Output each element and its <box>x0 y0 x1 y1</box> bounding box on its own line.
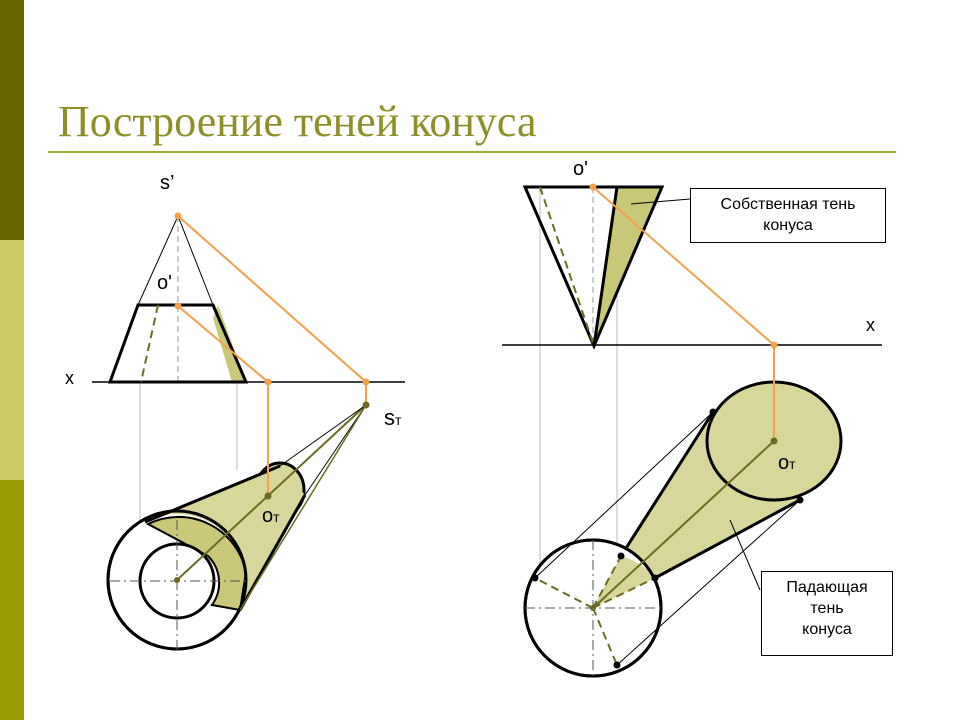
tangent-point <box>796 496 804 504</box>
frustum-front-view <box>107 303 249 384</box>
shadow-boundary-generatrix <box>592 186 619 347</box>
base-center-point <box>590 605 596 611</box>
title-underline <box>48 151 896 153</box>
cone-generatrix <box>177 215 214 306</box>
light-ray <box>616 499 801 666</box>
sidebar-band-light <box>0 240 24 480</box>
hidden-generatrix <box>539 186 595 347</box>
label-st-sub: т <box>395 412 402 428</box>
sidebar-band-dark <box>0 0 24 240</box>
callout-cast-shadow: Падающая тень конуса <box>761 571 893 656</box>
label-ot-left-main: o <box>262 505 274 527</box>
hidden-generatrix <box>140 304 159 383</box>
own-shadow-on-base <box>145 466 305 610</box>
left-figure <box>92 212 405 651</box>
ray-to-ot <box>592 440 775 609</box>
base-center-point <box>174 577 180 583</box>
st-point <box>362 401 370 409</box>
label-ot-right-main: o <box>778 452 790 474</box>
label-o-prime-right: o' <box>573 158 588 180</box>
tangent-point <box>617 552 625 560</box>
ray-to-st <box>176 404 367 581</box>
callout-cast-shadow-line2: тень <box>810 600 844 617</box>
ray-to-st <box>279 404 367 467</box>
callout-leader <box>630 198 691 205</box>
hidden-generatrix <box>592 607 618 666</box>
callout-own-shadow: Собственная тень конуса <box>690 188 886 243</box>
light-ray <box>534 411 714 579</box>
label-ot-left: oт <box>262 505 280 528</box>
cone-generatrix <box>137 215 179 306</box>
shadow-tangent-line <box>238 494 307 611</box>
tangent-point <box>531 574 539 582</box>
callout-cast-shadow-line3: конуса <box>802 621 852 638</box>
callout-own-shadow-line1: Собственная тень <box>720 196 856 213</box>
trace-point <box>770 341 778 349</box>
label-x-left: x <box>65 368 74 388</box>
label-ot-left-sub: т <box>273 509 280 525</box>
shadow-tangent-line <box>654 498 801 580</box>
label-ot-right-sub: т <box>789 456 796 472</box>
callout-own-shadow-line2: конуса <box>763 217 813 234</box>
label-s-prime: s’ <box>160 172 175 194</box>
ray-to-st <box>304 404 367 496</box>
trace-point <box>362 378 370 386</box>
o-prime-point <box>174 302 182 310</box>
apex-point <box>174 212 182 220</box>
label-x-right: x <box>866 315 875 335</box>
hidden-generatrix <box>534 577 594 609</box>
shadow-generatrix <box>592 555 622 609</box>
shadow-tangent-line <box>144 464 281 524</box>
sidebar-band-mid <box>0 480 24 720</box>
slide-title: Построение теней конуса <box>58 97 537 146</box>
tangent-point <box>613 661 621 669</box>
ot-point <box>770 437 778 445</box>
o-prime-point <box>589 183 597 191</box>
tangent-point <box>709 408 717 416</box>
shadow-generatrix <box>592 577 656 609</box>
ot-point <box>264 492 272 500</box>
label-st: sт <box>384 405 401 431</box>
right-figure <box>502 183 882 678</box>
ray-to-st <box>239 404 367 611</box>
construction-line-s <box>177 215 367 405</box>
tangent-point <box>651 574 659 582</box>
label-ot-right: oт <box>778 452 796 475</box>
callout-leader <box>729 519 761 591</box>
trace-point <box>264 378 272 386</box>
shadow-tangent-line <box>619 411 715 557</box>
label-o-prime-left: o' <box>157 272 172 294</box>
callout-cast-shadow-line1: Падающая <box>786 579 868 596</box>
label-st-main: s <box>384 405 395 430</box>
